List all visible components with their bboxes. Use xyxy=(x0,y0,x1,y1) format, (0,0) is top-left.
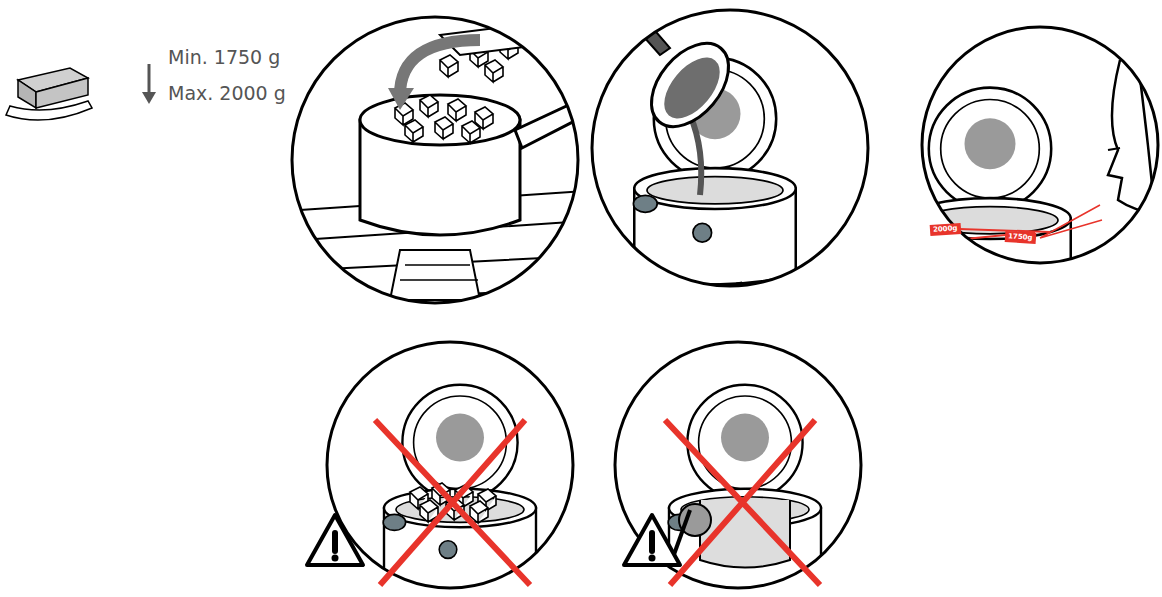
prohibition-cross xyxy=(665,420,820,585)
min-weight-label: Min. 1750 g xyxy=(168,46,280,68)
pouring-scene xyxy=(620,4,796,285)
warning-symbol xyxy=(624,515,680,565)
fat-block xyxy=(6,68,92,120)
warning-symbol xyxy=(307,515,363,565)
level-check-scene xyxy=(908,40,1162,315)
melting-scene xyxy=(300,13,600,300)
prohibition-cross xyxy=(375,420,530,585)
max-weight-label: Max. 2000 g xyxy=(168,82,286,104)
level-tag: 2000g xyxy=(930,223,961,236)
level-tag: 1750g xyxy=(1005,231,1036,244)
range-arrow xyxy=(142,64,156,104)
